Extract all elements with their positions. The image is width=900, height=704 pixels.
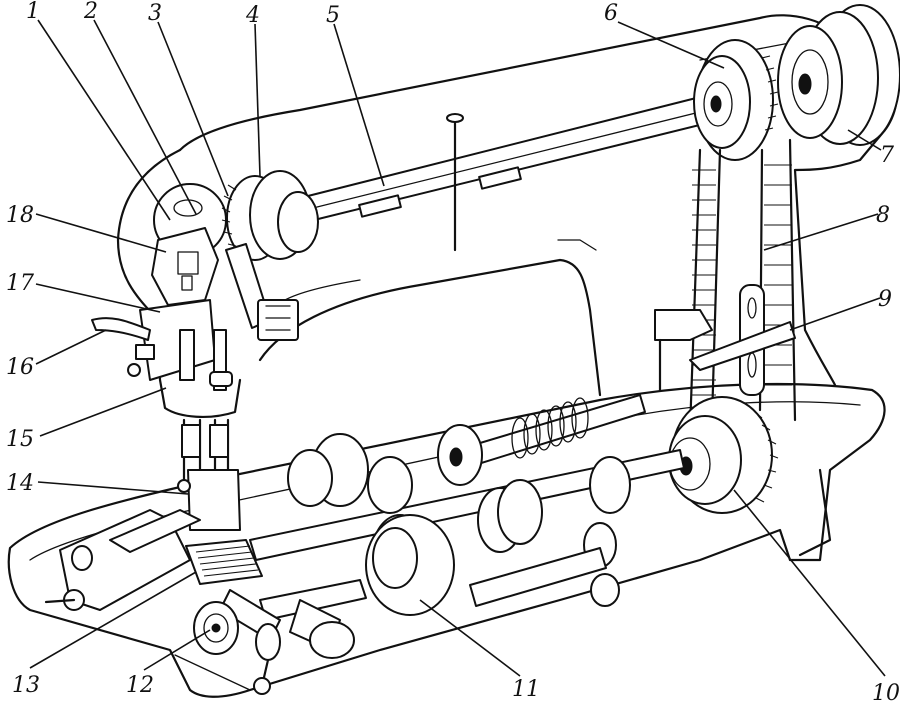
leader-7 bbox=[847, 129, 882, 151]
callout-2: 2 bbox=[83, 0, 98, 24]
handwheel bbox=[777, 4, 900, 146]
callout-11: 11 bbox=[512, 677, 540, 702]
spring-coil bbox=[511, 397, 589, 459]
leader-13 bbox=[29, 571, 197, 669]
leader-15 bbox=[39, 387, 167, 437]
leader-16 bbox=[35, 329, 107, 365]
callout-9: 9 bbox=[878, 287, 892, 312]
callout-16: 16 bbox=[6, 355, 34, 380]
leader-6 bbox=[617, 21, 725, 69]
callout-18: 18 bbox=[6, 203, 34, 228]
callout-7: 7 bbox=[880, 143, 894, 168]
leader-18 bbox=[35, 213, 167, 253]
callout-5: 5 bbox=[326, 3, 340, 28]
leader-lines bbox=[29, 19, 886, 677]
leader-3 bbox=[157, 21, 229, 197]
callout-3: 3 bbox=[148, 1, 162, 26]
thread-tension-assembly bbox=[151, 170, 319, 341]
callout-17: 17 bbox=[6, 271, 34, 296]
leader-14 bbox=[37, 481, 189, 495]
leader-11 bbox=[419, 599, 521, 677]
callout-6: 6 bbox=[604, 1, 618, 26]
callout-10: 10 bbox=[872, 681, 900, 704]
callout-labels: 1 2 3 4 5 6 7 8 9 10 11 12 13 14 15 16 1… bbox=[6, 0, 900, 704]
leader-17 bbox=[35, 283, 161, 313]
leader-4 bbox=[254, 23, 261, 177]
needle-bar-assembly bbox=[91, 299, 241, 531]
callout-13: 13 bbox=[12, 673, 40, 698]
leader-8 bbox=[763, 213, 879, 251]
bobbin-case bbox=[193, 599, 355, 659]
callout-12: 12 bbox=[126, 673, 154, 698]
leader-2 bbox=[93, 19, 197, 215]
upper-main-shaft bbox=[299, 91, 729, 252]
callout-14: 14 bbox=[6, 471, 34, 496]
upper-belt-pulley bbox=[693, 39, 779, 161]
leader-1 bbox=[37, 19, 171, 221]
lower-belt-pulley bbox=[668, 396, 779, 514]
callout-15: 15 bbox=[6, 427, 34, 452]
callout-1: 1 bbox=[26, 0, 40, 24]
lower-shaft bbox=[249, 394, 685, 621]
belt-tensioner bbox=[654, 284, 796, 396]
needle-plate bbox=[44, 509, 281, 695]
leader-5 bbox=[333, 23, 385, 187]
callout-8: 8 bbox=[876, 203, 890, 228]
callout-4: 4 bbox=[245, 3, 260, 28]
leader-12 bbox=[143, 629, 211, 671]
leader-10 bbox=[733, 489, 886, 677]
leader-9 bbox=[789, 297, 881, 331]
